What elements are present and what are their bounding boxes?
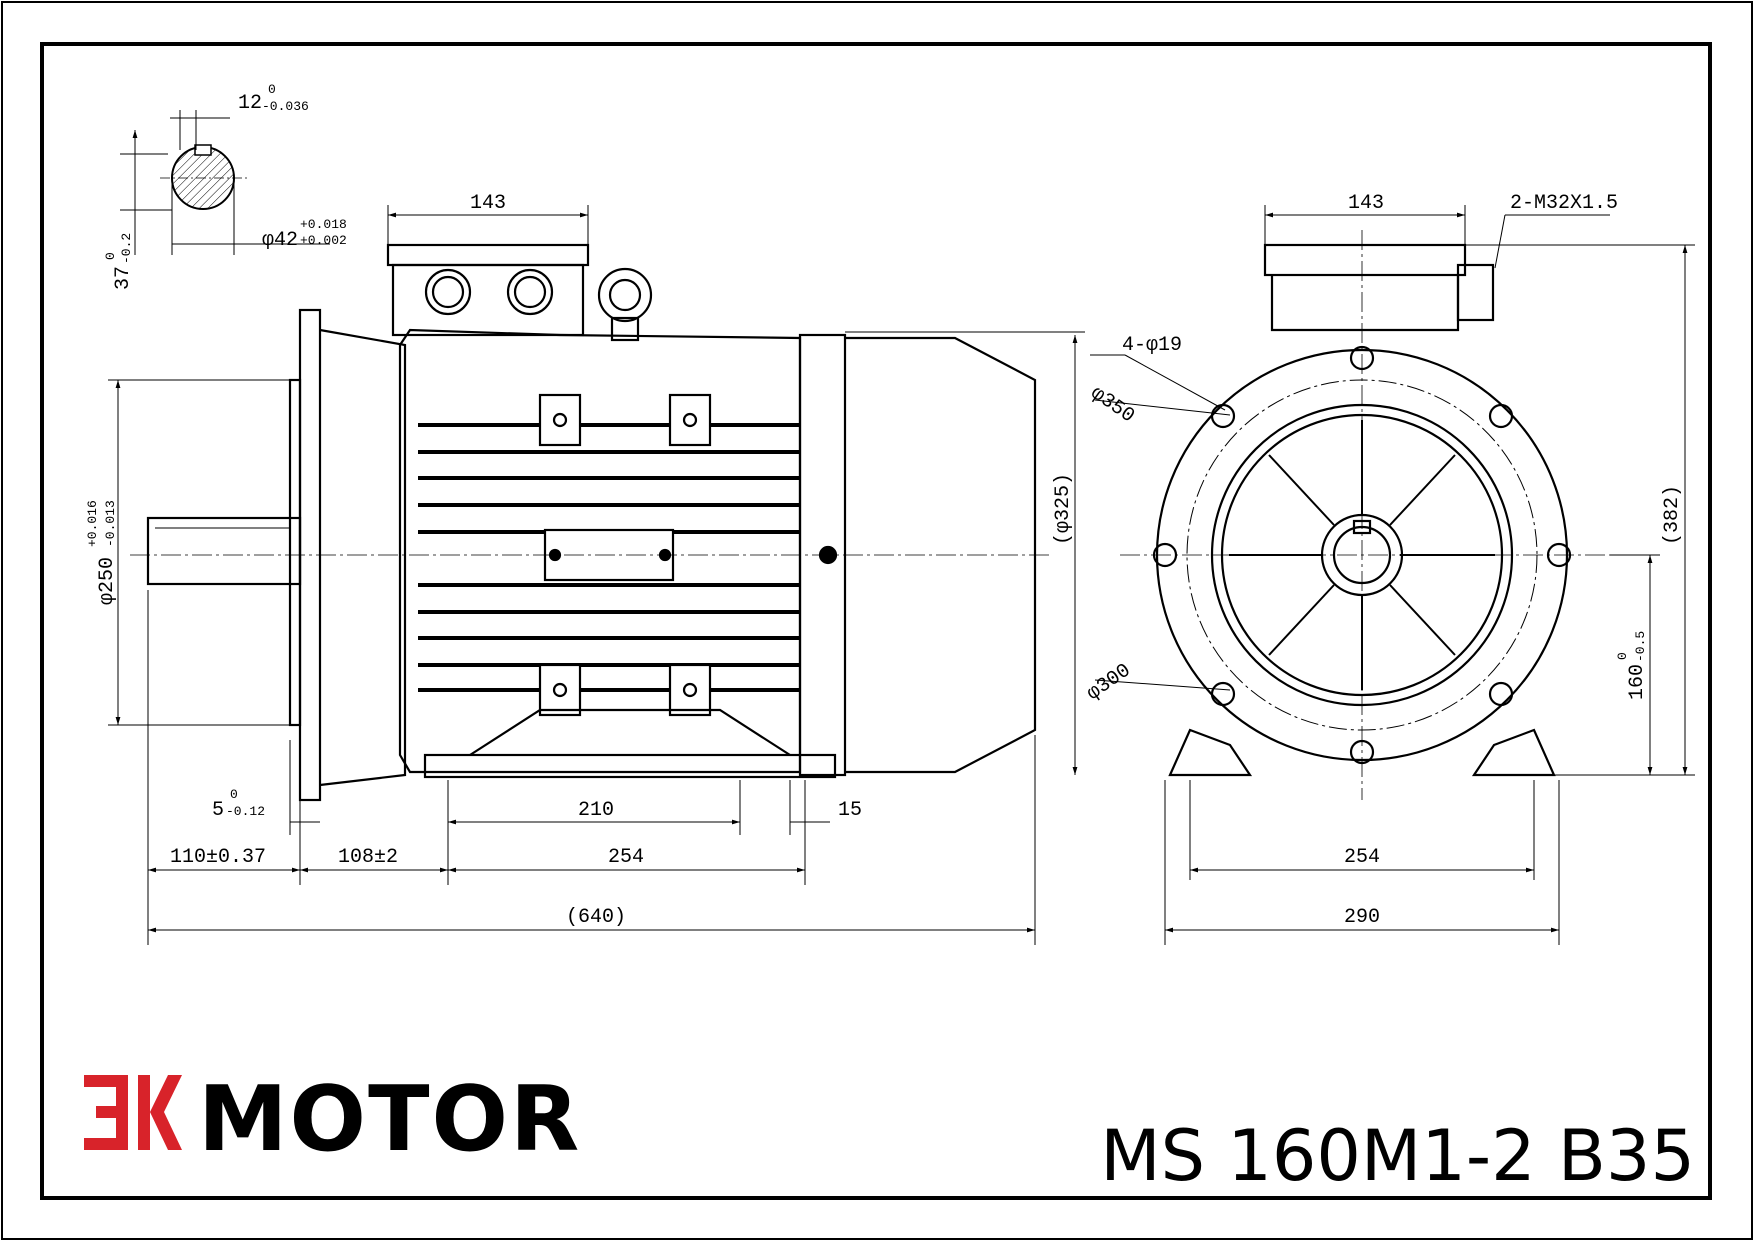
model-designation: MS 160M1-2 B35 <box>1100 1115 1695 1197</box>
shaft-dia-tol-lower: +0.002 <box>300 233 347 248</box>
key-depth-tol-lower: -0.2 <box>119 233 134 264</box>
spigot-depth-dim: 5 <box>212 799 224 822</box>
shaft-length-dim: 110±0.37 <box>170 846 266 869</box>
flange-pcd-dim: φ350 <box>1086 382 1139 428</box>
spigot-depth-tol-lower: -0.12 <box>226 804 265 819</box>
key-width-dim: 12 <box>238 92 262 115</box>
shaft-height-dim: 160 <box>1626 664 1649 700</box>
overall-height-dim: (382) <box>1661 485 1684 545</box>
shaft-section-view <box>120 110 330 255</box>
shaft-dia-tol-upper: +0.018 <box>300 217 347 232</box>
flange-spigot-dia-dim: φ300 <box>1083 659 1136 705</box>
flange-spigot-tol-upper: +0.016 <box>85 500 100 547</box>
drawing-frame <box>40 42 1712 1200</box>
key-width-tol-upper: 0 <box>268 82 276 97</box>
side-terminal-box-width: 143 <box>470 192 506 215</box>
ek-logo-mark <box>84 1075 182 1150</box>
flange-holes-dim: 4-φ19 <box>1122 334 1182 357</box>
foot-width-dim: 290 <box>1344 906 1380 929</box>
brand-name: MOTOR <box>198 1067 581 1172</box>
side-view-dimensions <box>108 205 1085 945</box>
brand-logo: MOTOR <box>84 1067 581 1172</box>
foot-centers-side-dim: 254 <box>608 846 644 869</box>
spigot-depth-tol-upper: 0 <box>230 787 238 802</box>
foot-hole-centers-dim: 254 <box>1344 846 1380 869</box>
shaft-height-tol-upper: 0 <box>1615 652 1630 660</box>
end-terminal-box-width: 143 <box>1348 192 1384 215</box>
key-depth-tol-upper: 0 <box>103 252 118 260</box>
foot-hole-dia-dim: 15 <box>838 799 862 822</box>
flange-spigot-tol-lower: -0.013 <box>103 500 118 547</box>
key-depth-dim: 37 <box>112 266 135 290</box>
key-width-tol-lower: -0.036 <box>262 99 309 114</box>
flange-spigot-dim: φ250 <box>96 557 119 605</box>
housing-dia-dim: (φ325) <box>1052 473 1075 545</box>
shaft-to-foot-dim: 108±2 <box>338 846 398 869</box>
overall-length-dim: (640) <box>566 906 626 929</box>
shaft-height-tol-lower: -0.5 <box>1633 631 1648 662</box>
cable-gland-dim: 2-M32X1.5 <box>1510 192 1618 215</box>
end-view-dimensions <box>1090 205 1695 945</box>
foot-length-inner-dim: 210 <box>578 799 614 822</box>
shaft-dia-dim: φ42 <box>262 229 298 252</box>
motor-side-view <box>146 243 1037 802</box>
